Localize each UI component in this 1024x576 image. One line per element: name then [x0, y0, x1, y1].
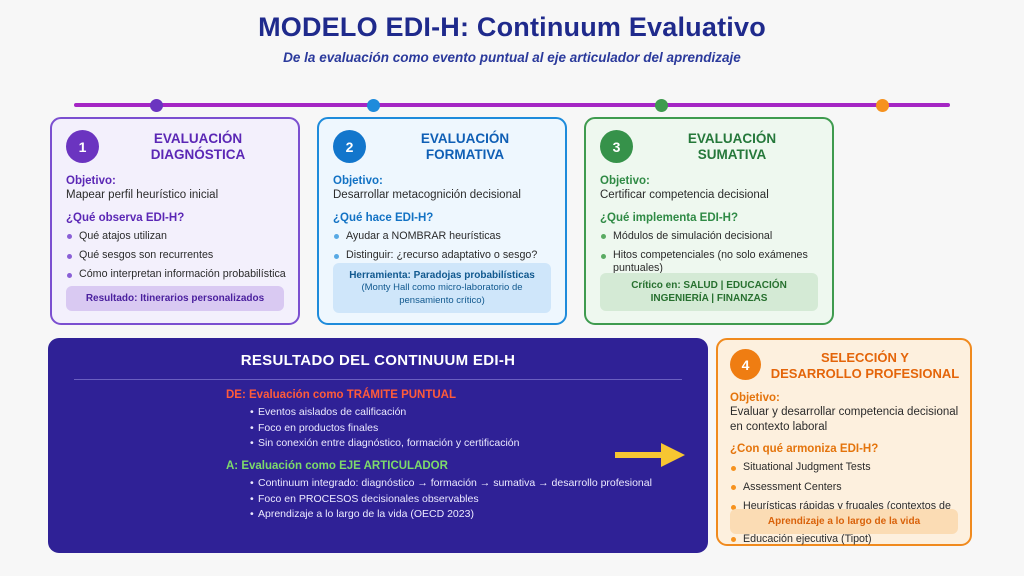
lifelong-chip-main: Aprendizaje a lo largo de la vida	[767, 516, 921, 527]
question-label: ¿Qué implementa EDI-H?	[600, 211, 739, 224]
to-heading: A: Evaluación como EJE ARTICULADOR	[226, 459, 448, 472]
stage-card-title-line2: DESARROLLO PROFESIONAL	[770, 365, 960, 381]
stage-card-title-line2: FORMATIVA	[425, 147, 505, 163]
result-panel-title: RESULTADO DEL CONTINUUM EDI-H	[240, 352, 516, 369]
stage-number-badge: 2	[333, 130, 366, 163]
stage-card-seleccion[interactable]: 4 SELECCIÓN Y DESARROLLO PROFESIONAL Obj…	[716, 338, 972, 546]
result-panel: RESULTADO DEL CONTINUUM EDI-H DE: Evalua…	[48, 338, 708, 553]
from-list: Eventos aislados de calificaciónFoco en …	[226, 406, 708, 451]
list-item: Situational Judgment Tests	[730, 461, 960, 474]
list-item: Eventos aislados de calificación	[250, 406, 708, 420]
to-list: Continuum integrado: diagnóstico → forma…	[226, 477, 708, 522]
question-label: ¿Con qué armoniza EDI-H?	[730, 443, 879, 456]
stage-number-badge: 4	[730, 349, 761, 380]
objective-text: Certificar competencia decisional	[600, 189, 769, 201]
timeline-dot-4[interactable]	[876, 98, 889, 112]
stage-card-title: EVALUACIÓN DIAGNÓSTICA	[106, 131, 290, 164]
header: MODELO EDI-H: Continuum Evaluativo De la…	[0, 12, 1024, 65]
from-block: DE: Evaluación como TRÁMITE PUNTUAL Even…	[48, 389, 708, 451]
list-item: Sin conexión entre diagnóstico, formació…	[250, 437, 708, 451]
list-item: Ayudar a NOMBRAR heurísticas	[333, 230, 553, 243]
lifelong-chip: Aprendizaje a lo largo de la vida	[730, 509, 958, 534]
critical-chip-main: Crítico en: SALUD | EDUCACIÓN INGENIERÍA…	[631, 280, 787, 304]
list-item: Foco en productos finales	[250, 422, 708, 436]
objective-text: Evaluar y desarrollar competencia decisi…	[730, 406, 959, 433]
list-item: Cómo interpretan información probabilíst…	[66, 268, 286, 281]
timeline-dot-2[interactable]	[367, 98, 380, 112]
question-label: ¿Qué hace EDI-H?	[333, 211, 434, 224]
stage-card-title: SELECCIÓN Y DESARROLLO PROFESIONAL	[766, 350, 964, 382]
timeline-dot-3[interactable]	[655, 98, 668, 112]
result-chip-main: Resultado: Itinerarios personalizados	[85, 293, 265, 304]
objective-text: Mapear perfil heurístico inicial	[66, 189, 219, 201]
result-chip: Resultado: Itinerarios personalizados	[66, 286, 284, 311]
stage-card-title-line1: EVALUACIÓN	[687, 131, 777, 146]
objective-label: Objetivo:	[730, 392, 780, 404]
stage-card-sumativa[interactable]: 3 EVALUACIÓN SUMATIVA Objetivo: Certific…	[584, 117, 834, 325]
tool-chip-main: Herramienta: Paradojas probabilísticas	[349, 270, 535, 282]
stage-card-title-line2: DIAGNÓSTICA	[150, 147, 246, 163]
stage-card-title: EVALUACIÓN SUMATIVA	[640, 131, 824, 164]
page-subtitle: De la evaluación como evento puntual al …	[283, 50, 741, 66]
to-block: A: Evaluación como EJE ARTICULADOR Conti…	[48, 460, 708, 522]
timeline-dot-1[interactable]	[150, 98, 163, 112]
stage-card-title: EVALUACIÓN FORMATIVA	[373, 131, 557, 164]
objective-text: Desarrollar metacognición decisional	[333, 189, 521, 201]
list-item: Distinguir: ¿recurso adaptativo o sesgo?	[333, 249, 553, 262]
objective-label: Objetivo:	[600, 175, 650, 187]
transition-arrow-icon	[615, 443, 685, 467]
list-item: Qué atajos utilizan	[66, 230, 286, 243]
stage-card-diagnostica[interactable]: 1 EVALUACIÓN DIAGNÓSTICA Objetivo: Mapea…	[50, 117, 300, 325]
tool-chip-sub: (Monty Hall como micro-laboratorio de pe…	[361, 282, 523, 306]
list-item: Educación ejecutiva (Tipot)	[730, 533, 960, 546]
question-label: ¿Qué observa EDI-H?	[66, 211, 185, 224]
stage-card-title-line2: SUMATIVA	[697, 147, 767, 163]
list-item: Módulos de simulación decisional	[600, 230, 820, 243]
objective-label: Objetivo:	[66, 175, 116, 187]
stage-number-badge: 3	[600, 130, 633, 163]
tool-chip: Herramienta: Paradojas probabilísticas (…	[333, 263, 551, 313]
list-item: Hitos competenciales (no solo exámenes p…	[600, 249, 820, 276]
stage-card-title-line1: EVALUACIÓN	[420, 131, 510, 146]
stage-number-badge: 1	[66, 130, 99, 163]
list-item: Foco en PROCESOS decisionales observable…	[250, 493, 708, 507]
stage-card-formativa[interactable]: 2 EVALUACIÓN FORMATIVA Objetivo: Desarro…	[317, 117, 567, 325]
objective-label: Objetivo:	[333, 175, 383, 187]
list-item: Assessment Centers	[730, 481, 960, 494]
stage-card-body: Objetivo: Evaluar y desarrollar competen…	[730, 392, 960, 552]
page-title: MODELO EDI-H: Continuum Evaluativo	[258, 12, 766, 42]
divider	[74, 379, 682, 380]
from-heading: DE: Evaluación como TRÁMITE PUNTUAL	[226, 389, 457, 401]
list-item: Aprendizaje a lo largo de la vida (OECD …	[250, 508, 708, 522]
list-item: Qué sesgos son recurrentes	[66, 249, 286, 262]
stage-card-title-line1: EVALUACIÓN	[153, 131, 243, 146]
critical-chip: Crítico en: SALUD | EDUCACIÓN INGENIERÍA…	[600, 273, 818, 311]
list-item: Continuum integrado: diagnóstico → forma…	[250, 477, 708, 491]
stage-card-title-line1: SELECCIÓN Y	[821, 350, 909, 365]
timeline-track	[74, 98, 950, 112]
